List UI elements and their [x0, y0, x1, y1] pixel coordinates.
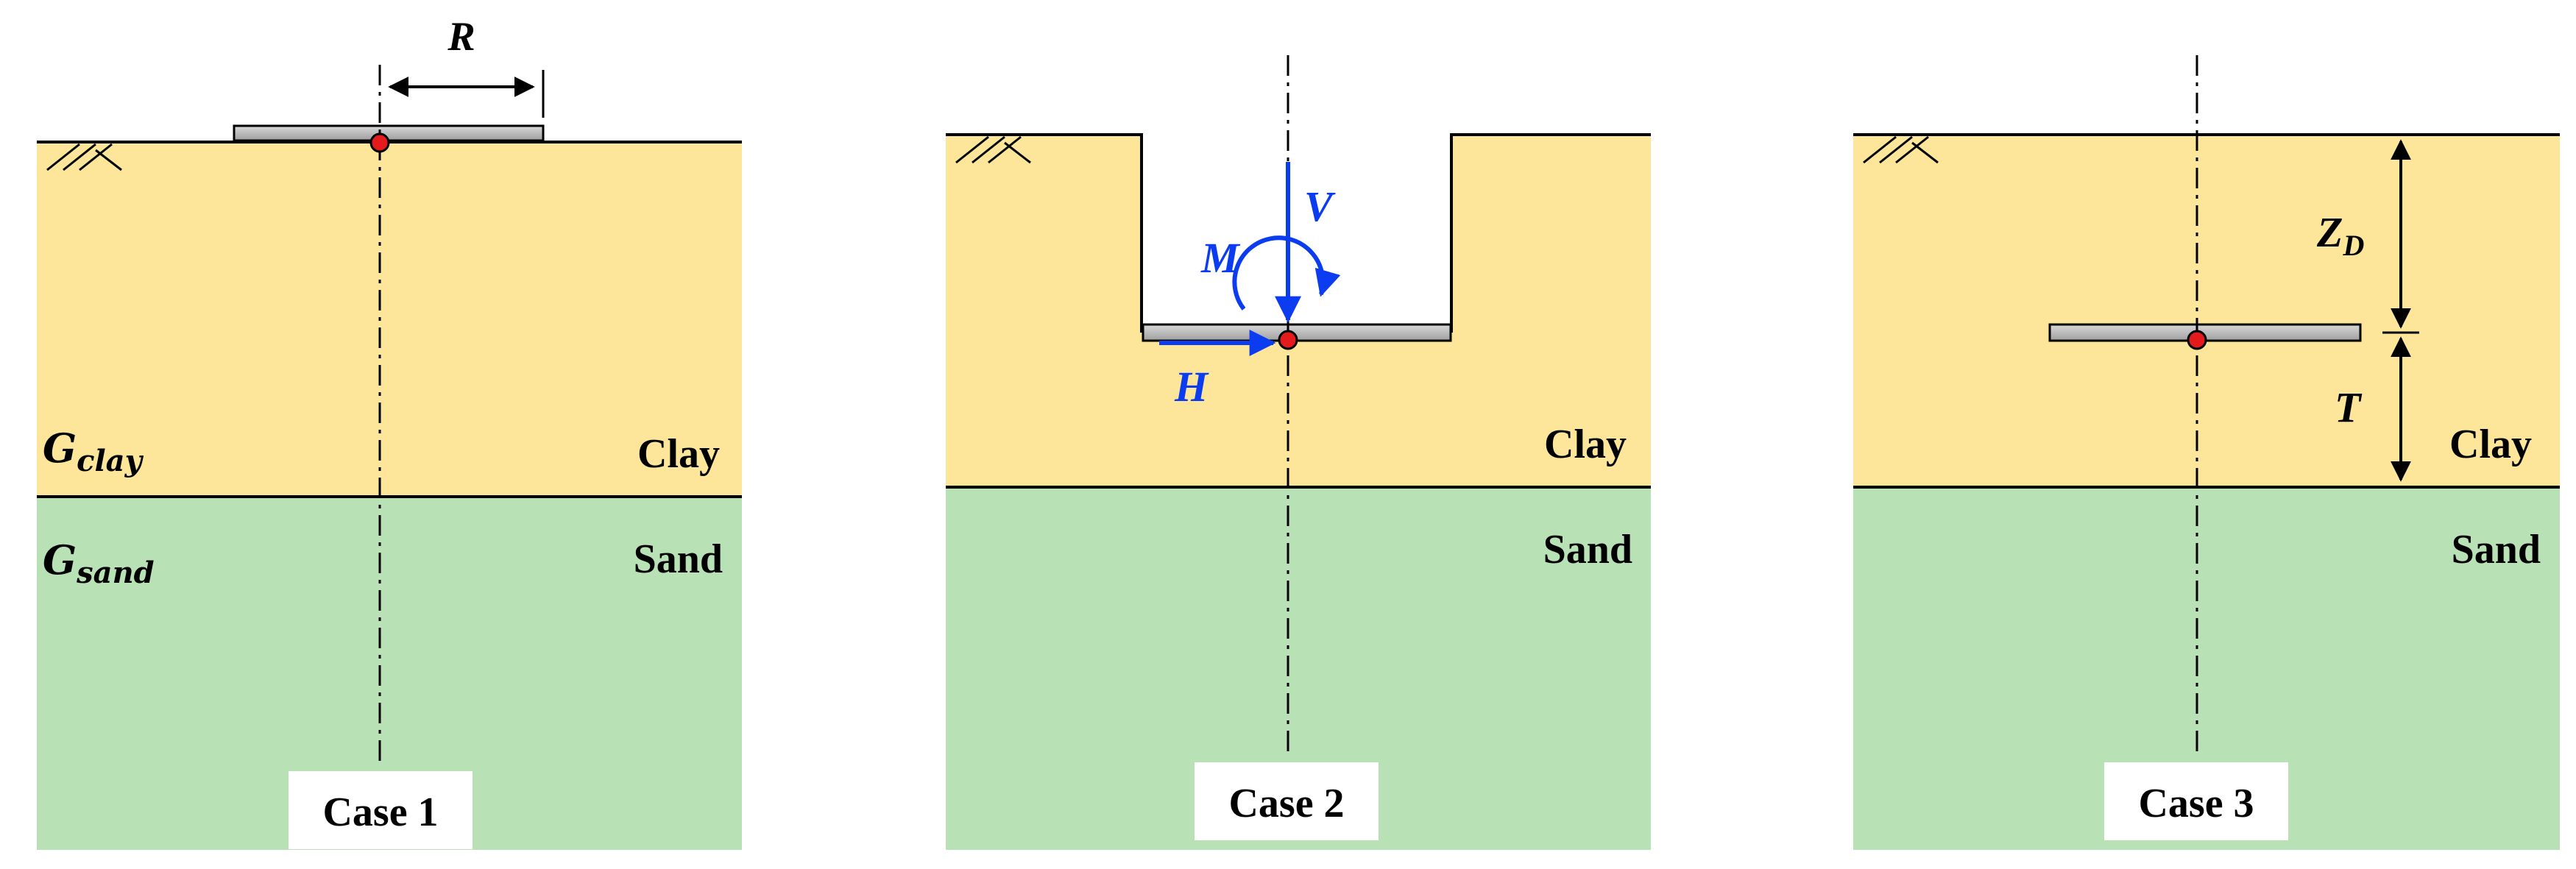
- case-1-label: Case 1: [322, 790, 438, 835]
- depth-label: ZD: [2316, 208, 2364, 262]
- g-sand-sub: sand: [76, 556, 155, 590]
- case-1-clay-layer: [37, 142, 742, 497]
- g-clay-base: G: [43, 425, 77, 472]
- case-3-clay-label: Clay: [2449, 422, 2532, 467]
- g-clay-label: Gclay: [43, 425, 144, 478]
- depth-label-sub: D: [2342, 229, 2364, 262]
- radius-label: R: [447, 14, 475, 60]
- case-2-ground-surface: [946, 133, 1651, 333]
- case-2-label-box: [1195, 762, 1379, 840]
- g-sand-label: Gsand: [43, 536, 155, 590]
- horizontal-load-label: H: [1174, 363, 1209, 411]
- depth-label-base: Z: [2316, 208, 2343, 256]
- moment-label: M: [1200, 234, 1241, 282]
- thickness-label: T: [2335, 383, 2363, 431]
- case-2-panel: V M H Clay Sand Case 2: [946, 55, 1651, 850]
- case-3-clay-layer: [1853, 135, 2560, 487]
- g-sand-base: G: [43, 536, 77, 584]
- case-1-panel: R Gclay Gsand Clay Sand Case 1: [37, 14, 742, 850]
- vertical-load-label: V: [1304, 182, 1336, 230]
- case-1-label-box: [289, 771, 473, 849]
- case-1-reference-point: [369, 132, 390, 153]
- g-clay-sub: clay: [77, 444, 144, 478]
- case-3-label-box: [2104, 762, 2288, 840]
- case-3-sand-label: Sand: [2452, 527, 2541, 572]
- case-3-panel: ZD T Clay Sand Case 3: [1853, 55, 2560, 850]
- case-1-clay-label: Clay: [637, 431, 720, 477]
- case-2-ground-hatch: [955, 135, 1031, 164]
- case-2-clay-label: Clay: [1544, 422, 1627, 467]
- case-2-reference-point: [1278, 330, 1298, 350]
- case-3-label: Case 3: [2138, 781, 2254, 826]
- case-1-ground-hatch: [46, 143, 122, 171]
- moment-arrow: [1232, 235, 1341, 311]
- case-2-label: Case 2: [1228, 781, 1344, 826]
- case-1-sand-label: Sand: [634, 536, 723, 582]
- case-2-clay-layer: [946, 135, 1651, 487]
- case-3-ground-hatch: [1863, 135, 1939, 164]
- case-2-sand-label: Sand: [1543, 527, 1632, 572]
- case-3-reference-point: [2187, 330, 2207, 350]
